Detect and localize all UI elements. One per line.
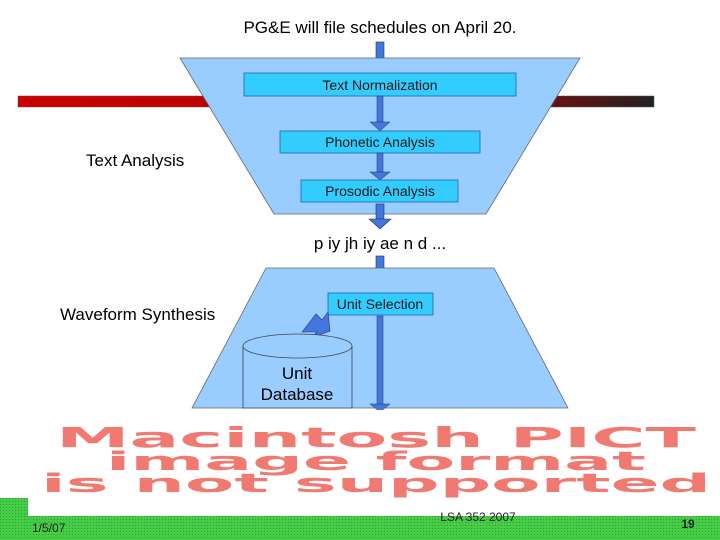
footer-course: LSA 352 2007 xyxy=(440,510,516,524)
footer-date: 1/5/07 xyxy=(32,521,66,535)
pict-notice-area xyxy=(38,410,720,498)
pict-notice-line2: image format xyxy=(106,447,646,477)
input-sentence: PG&E will file schedules on April 20. xyxy=(243,18,516,37)
footer-page-number: 19 xyxy=(681,517,695,531)
prosodic-analysis-label: Prosodic Analysis xyxy=(325,183,435,199)
output-arrow xyxy=(369,315,391,413)
unit-database-label-line1: Unit xyxy=(282,364,313,383)
pict-notice-line1: Macintosh PICT xyxy=(56,421,696,454)
arrow-2 xyxy=(369,152,391,181)
waveform-synthesis-label: Waveform Synthesis xyxy=(60,305,215,324)
text-analysis-label: Text Analysis xyxy=(86,151,184,170)
arrow-3 xyxy=(368,203,392,230)
pict-notice-line3: is not supported xyxy=(41,469,711,499)
database-arrow xyxy=(301,311,331,339)
prosodic-analysis-box xyxy=(300,179,459,203)
phonetic-analysis-label: Phonetic Analysis xyxy=(325,134,435,150)
unit-selection-label: Unit Selection xyxy=(337,296,423,312)
phone-string: p iy jh iy ae n d ... xyxy=(314,234,446,253)
text-normalization-label: Text Normalization xyxy=(322,77,437,93)
unit-selection-box xyxy=(327,292,434,316)
unit-database-label-line2: Database xyxy=(261,385,334,404)
arrow-1 xyxy=(369,95,391,132)
unit-database-cylinder xyxy=(242,333,353,409)
footer-band xyxy=(0,498,720,540)
